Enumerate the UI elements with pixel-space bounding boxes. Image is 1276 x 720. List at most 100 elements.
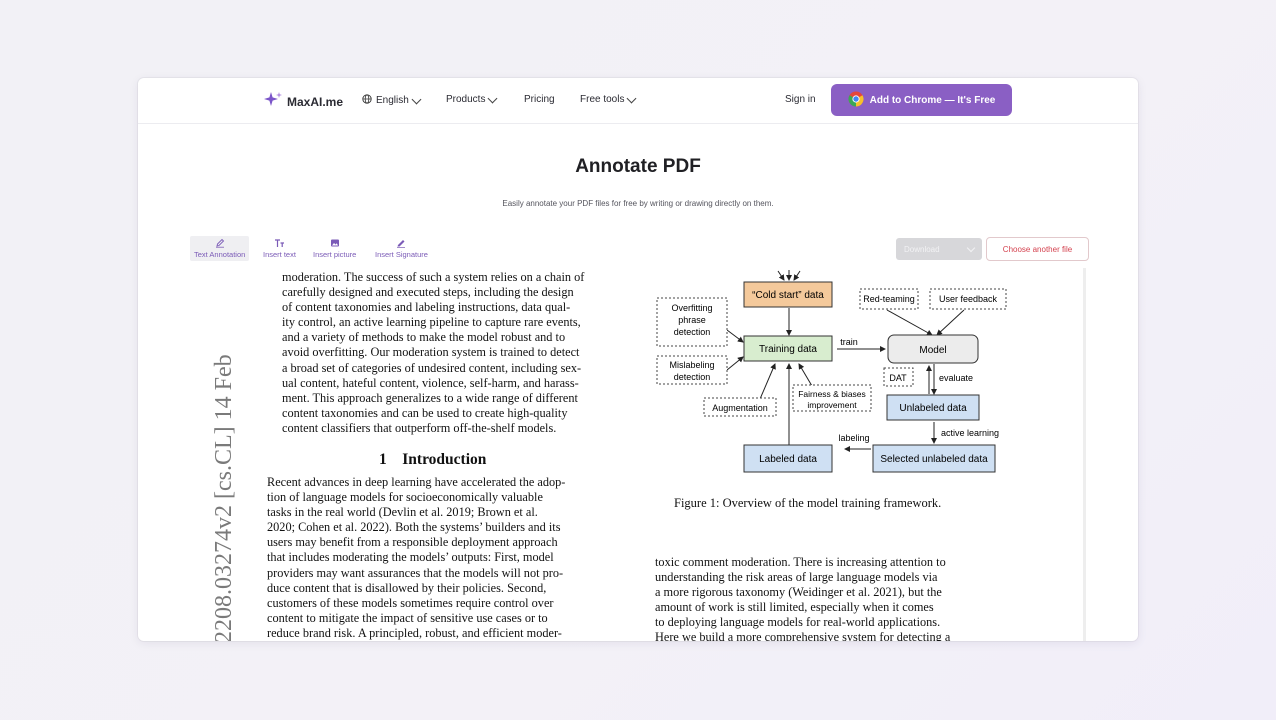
text-line: toxic comment moderation. There is incre… xyxy=(655,555,946,569)
red-teaming-box xyxy=(859,288,919,310)
fairness-label: improvement xyxy=(807,400,857,410)
mislabeling-label: Mislabeling xyxy=(669,360,714,370)
mislabeling-box xyxy=(656,355,728,385)
user-feedback-box xyxy=(929,288,1007,310)
sign-in-link[interactable]: Sign in xyxy=(785,94,816,105)
figure-caption: Figure 1: Overview of the model training… xyxy=(674,496,942,510)
page-title: Annotate PDF xyxy=(575,156,701,177)
dat-label: DAT xyxy=(889,373,907,383)
training-data-label: Training data xyxy=(759,344,817,355)
arxiv-identifier: 2208.03274v2 [cs.CL] 14 Feb xyxy=(211,354,237,641)
pen-icon xyxy=(215,238,225,248)
text-line: ity control, an active learning pipeline… xyxy=(282,315,581,330)
text-line: Here we build a more comprehensive syste… xyxy=(655,630,951,641)
section-heading: 1 Introduction xyxy=(379,451,487,468)
chevron-down-icon xyxy=(411,94,422,104)
text-icon xyxy=(274,238,285,248)
chevron-down-icon xyxy=(966,243,976,252)
user-feedback-label: User feedback xyxy=(939,294,998,304)
abstract-text: moderation. The success of such a system… xyxy=(282,270,601,436)
tool-insert-text[interactable]: Insert text xyxy=(263,238,296,259)
text-line: providers may want assurances that the m… xyxy=(267,565,564,580)
tool-insert-picture[interactable]: Insert picture xyxy=(313,238,356,259)
introduction-text: Recent advances in deep learning have ac… xyxy=(267,475,615,641)
signature-icon xyxy=(396,238,406,248)
model-label: Model xyxy=(919,345,946,356)
add-to-chrome-button[interactable]: Add to Chrome — It's Free xyxy=(831,84,1012,116)
text-line: carefully designed and executed steps, i… xyxy=(282,285,574,300)
text-line: moderation. The success of such a system… xyxy=(282,270,585,284)
unlabeled-data-label: Unlabeled data xyxy=(899,403,967,414)
image-icon xyxy=(330,238,340,248)
text-line: a broad set of categories of undesired c… xyxy=(282,360,582,375)
download-label: Download xyxy=(904,244,940,254)
selected-unlabeled-box xyxy=(872,444,996,473)
text-line: 2020; Cohen et al. 2022). Both the syste… xyxy=(267,520,561,535)
text-line: amount of work is still limited, especia… xyxy=(655,600,934,615)
labeled-data-label: Labeled data xyxy=(759,454,817,465)
tool-text-annotation[interactable]: Text Annotation xyxy=(190,236,250,261)
active-learning-label: active learning xyxy=(941,428,999,438)
overfitting-label: Overfitting xyxy=(671,303,712,313)
text-line: duce content that is disallowed by their… xyxy=(267,580,547,595)
cold-start-box xyxy=(743,281,833,308)
text-line: of content taxonomies and labeling instr… xyxy=(282,300,571,315)
mislabeling-label: detection xyxy=(674,372,711,382)
logo[interactable]: MaxAI.me xyxy=(263,91,343,112)
cta-label: Add to Chrome — It's Free xyxy=(869,94,996,106)
labeling-label: labeling xyxy=(838,433,869,443)
language-selector[interactable]: English xyxy=(362,94,422,107)
text-line: reduce brand risk. A principled, robust,… xyxy=(267,625,562,640)
evaluate-label: evaluate xyxy=(939,373,973,383)
overfitting-label: phrase xyxy=(678,315,706,325)
sign-in-label: Sign in xyxy=(785,94,816,105)
overfitting-label: detection xyxy=(674,327,711,337)
free-tools-label: Free tools xyxy=(580,94,625,105)
text-line: tion of language models for socioeconomi… xyxy=(267,490,543,505)
text-line: avoid overfitting. Our moderation system… xyxy=(282,345,580,360)
training-framework-figure: “Cold start” data Red-teaming User feedb… xyxy=(656,270,1007,473)
tool-label: Text Annotation xyxy=(194,250,246,259)
chevron-down-icon xyxy=(488,93,498,103)
text-line: ual content, hateful content, violence, … xyxy=(282,375,579,390)
text-line: a more rigorous taxonomy (Weidinger et a… xyxy=(655,585,942,600)
augmentation-label: Augmentation xyxy=(712,403,768,413)
text-line: content taxonomies and can be used to cr… xyxy=(282,405,568,420)
tool-insert-signature[interactable]: Insert Signature xyxy=(375,238,428,259)
choose-another-file-button[interactable]: Choose another file xyxy=(986,237,1089,261)
nav-free-tools[interactable]: Free tools xyxy=(580,93,637,105)
labeled-data-box xyxy=(743,444,833,473)
text-line: users may benefit from a responsible dep… xyxy=(267,535,558,550)
training-data-box xyxy=(743,335,833,362)
text-line: to deploying language models for real-wo… xyxy=(655,615,941,630)
overfitting-box xyxy=(656,297,728,347)
right-column-text: toxic comment moderation. There is incre… xyxy=(655,555,1004,641)
viewer-scroll-edge xyxy=(1083,268,1086,641)
train-label: train xyxy=(840,337,858,347)
unlabeled-data-box xyxy=(886,394,980,421)
text-line: tasks in the real world (Devlin et al. 2… xyxy=(267,505,538,520)
tool-label: Insert text xyxy=(263,250,296,259)
text-line: and a variety of methods to make the mod… xyxy=(282,330,566,345)
text-line: content to mitigate the impact of sensit… xyxy=(267,610,548,625)
globe-icon xyxy=(362,94,372,107)
chevron-down-icon xyxy=(627,93,637,103)
selected-unlabeled-label: Selected unlabeled data xyxy=(880,454,988,465)
products-label: Products xyxy=(446,94,486,105)
nav-products[interactable]: Products xyxy=(446,93,498,105)
fairness-box xyxy=(792,384,872,412)
model-box xyxy=(887,334,979,364)
chrome-icon xyxy=(848,91,864,110)
page-subtitle: Easily annotate your PDF files for free … xyxy=(502,199,774,208)
augmentation-box xyxy=(703,397,777,417)
pdf-viewer[interactable]: 2208.03274v2 [cs.CL] 14 Feb moderation. … xyxy=(187,268,1086,641)
nav-pricing[interactable]: Pricing xyxy=(524,94,555,105)
fairness-label: Fairness & biases xyxy=(798,389,866,399)
text-line: ment. This approach generalizes to a wid… xyxy=(282,390,578,405)
red-teaming-label: Red-teaming xyxy=(863,294,915,304)
text-line: customers of these models sometimes requ… xyxy=(267,595,554,610)
pricing-label: Pricing xyxy=(524,94,555,105)
download-button[interactable]: Download xyxy=(896,238,982,260)
dat-box xyxy=(883,367,914,387)
top-navbar: MaxAI.me English Products Pricing Free t… xyxy=(138,78,1138,124)
